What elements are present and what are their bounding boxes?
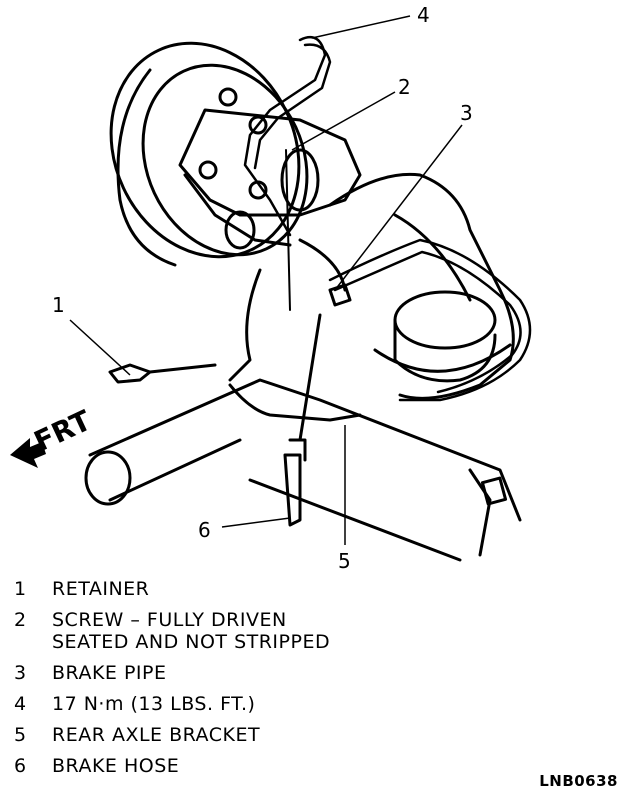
legend-item: 5 REAR AXLE BRACKET <box>14 724 614 746</box>
callout-3-leader <box>334 124 463 291</box>
front-direction-label: FRT <box>29 404 96 459</box>
brake-hose-fitting <box>283 149 352 527</box>
legend-number: 1 <box>14 578 27 600</box>
figure-code: LNB0638 <box>539 772 618 790</box>
callout-5: 5 <box>338 549 351 573</box>
callout-6-leader <box>221 517 291 528</box>
brake-hose-diagram: FRT 1 2 3 4 5 6 <box>10 3 532 573</box>
front-direction-arrow: FRT <box>10 404 96 468</box>
rear-axle-tube <box>84 378 522 562</box>
callout-6: 6 <box>198 518 211 542</box>
legend-text: 17 N·m (13 LBS. FT.) <box>52 693 256 715</box>
callout-2-leader <box>291 91 396 151</box>
legend-text: RETAINER <box>52 578 150 600</box>
legend-text: SCREW – FULLY DRIVEN SEATED AND NOT STRI… <box>52 609 331 653</box>
callout-1: 1 <box>52 293 65 317</box>
callout-3: 3 <box>460 101 473 125</box>
legend-text: REAR AXLE BRACKET <box>52 724 261 746</box>
legend-number: 5 <box>14 724 27 746</box>
legend-text: BRAKE PIPE <box>52 662 167 684</box>
brake-pipe <box>243 35 532 402</box>
callout-4-leader <box>311 15 411 39</box>
legend-item: 3 BRAKE PIPE <box>14 662 614 684</box>
legend-number: 3 <box>14 662 27 684</box>
bracket-plate <box>178 87 362 250</box>
legend-text: BRAKE HOSE <box>52 755 180 777</box>
legend-item: 4 17 N·m (13 LBS. FT.) <box>14 693 614 715</box>
legend-item: 2 SCREW – FULLY DRIVEN SEATED AND NOT ST… <box>14 609 614 653</box>
legend: 1 RETAINER 2 SCREW – FULLY DRIVEN SEATED… <box>14 578 614 786</box>
retainer-clip <box>108 363 217 384</box>
callout-1-leader <box>69 319 131 376</box>
legend-item: 6 BRAKE HOSE <box>14 755 614 777</box>
axle-housing <box>228 172 515 400</box>
callout-2: 2 <box>398 75 411 99</box>
legend-number: 2 <box>14 609 27 631</box>
legend-number: 4 <box>14 693 27 715</box>
legend-item: 1 RETAINER <box>14 578 614 600</box>
legend-number: 6 <box>14 755 27 777</box>
callout-4: 4 <box>417 3 430 27</box>
